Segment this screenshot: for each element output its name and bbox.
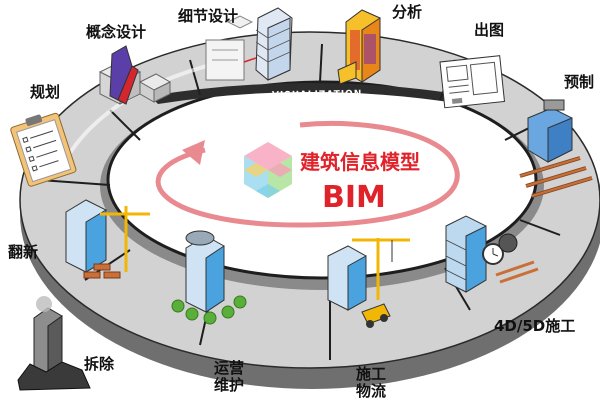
stage-label-construction-logistics: 施工 物流: [356, 366, 386, 400]
visualization-band: [150, 83, 470, 104]
detail-design-tower-icon: [205, 7, 293, 81]
drawing-sheet-icon: [439, 55, 506, 109]
logistics-crane-icon: [327, 238, 410, 328]
stage-label-concept-design: 概念设计: [86, 23, 147, 41]
center-title: 建筑信息模型: [300, 150, 420, 174]
analysis-heatmap-tower-icon: [337, 9, 381, 85]
stage-label-demolition: 拆除: [84, 355, 115, 373]
planning-clipboard-icon: [10, 112, 77, 187]
stage-label-planning: 规划: [30, 83, 61, 101]
stage-label-logistics: 物流: [356, 382, 387, 400]
ring-visualization-label: VISUALIZATION: [271, 89, 363, 101]
stage-label-construction: 施工: [356, 365, 387, 383]
demolition-rubble-icon: [17, 296, 91, 391]
cycle-arrow: [155, 120, 460, 228]
stage-label-operation-maintenance: 运营 维护: [214, 360, 244, 394]
center-bim-label: BIM: [322, 180, 386, 215]
stage-label-4d5d-construction: 4D/5D施工: [494, 317, 576, 335]
prefabrication-machine-icon: [519, 99, 593, 198]
ring-hole: [106, 80, 538, 280]
stage-label-drawing: 出图: [474, 21, 505, 39]
concept-design-massing-icon: [98, 45, 172, 105]
construction-4d5d-icon: [445, 215, 539, 293]
renovation-building-icon: [65, 199, 150, 279]
bim-cube-logo: [244, 142, 292, 198]
cycle-arrow-head: [182, 140, 205, 165]
cycle-arrow-path: [155, 120, 460, 228]
stage-label-detail-design: 细节设计: [178, 7, 239, 25]
stage-label-operation: 运营: [214, 359, 245, 377]
stage-label-renovation: 翻新: [8, 243, 39, 261]
stage-label-maintenance: 维护: [214, 376, 245, 394]
operation-building-icon: [171, 230, 247, 325]
coin-icon: [498, 233, 518, 253]
stage-label-analysis: 分析: [392, 3, 423, 21]
detail-design-sketch-block: [226, 15, 254, 29]
stage-label-prefabrication: 预制: [564, 73, 595, 91]
